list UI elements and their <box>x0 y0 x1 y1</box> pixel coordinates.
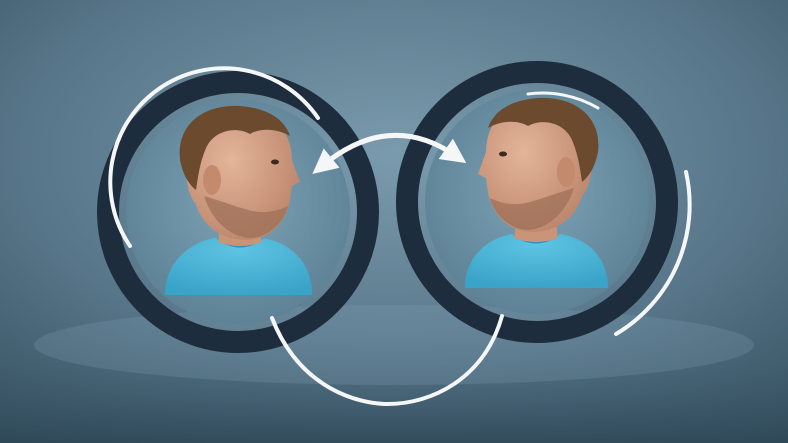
left-ear <box>203 165 221 195</box>
connecting-arc <box>270 314 504 407</box>
left-shirt <box>165 238 312 295</box>
right-beard <box>490 188 574 230</box>
left-hair <box>179 105 290 190</box>
left-ring <box>97 71 379 353</box>
right-top-arc <box>526 91 600 110</box>
right-ring <box>396 61 678 343</box>
left-orbit-arc <box>108 66 320 248</box>
left-circle <box>97 71 379 353</box>
right-ear <box>557 157 575 187</box>
right-eye <box>499 151 507 157</box>
left-eye <box>271 159 279 165</box>
right-shirt <box>465 234 608 288</box>
right-person <box>465 97 608 288</box>
left-beard <box>204 196 288 238</box>
right-orbit-arc <box>614 170 692 336</box>
left-person <box>165 105 312 295</box>
right-hair <box>488 97 599 182</box>
floor-glow <box>34 305 754 385</box>
swap-arrow-icon <box>312 132 467 174</box>
right-circle <box>396 61 678 343</box>
floor-shadow <box>0 330 788 443</box>
